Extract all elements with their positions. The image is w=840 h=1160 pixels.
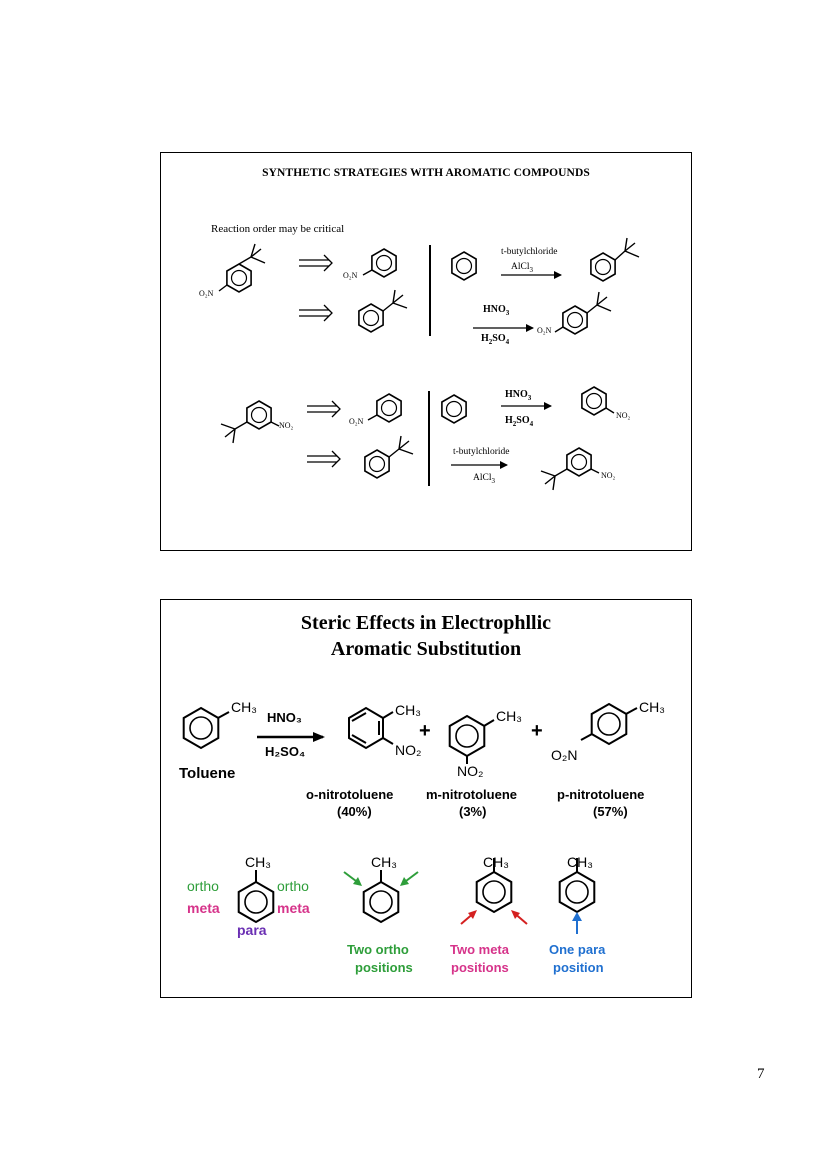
slide-steric-effects: Steric Effects in Electrophllic Aromatic… xyxy=(160,599,692,998)
slide-synthetic-strategies: SYNTHETIC STRATEGIES WITH AROMATIC COMPO… xyxy=(160,152,692,551)
m-ch3: CH₃ xyxy=(496,708,522,724)
caption-ortho-1: Two ortho xyxy=(347,942,409,957)
plus-2: + xyxy=(531,720,543,742)
caption-ortho-2: positions xyxy=(355,960,413,975)
o-ch3: CH₃ xyxy=(395,702,421,718)
slide2-title-line2: Aromatic Substitution xyxy=(330,638,522,660)
o2n-label-1: O₂N xyxy=(199,289,214,298)
benzene-1 xyxy=(451,251,477,281)
o-nitrotoluene-structure xyxy=(348,706,394,750)
no2-label-3: NO₂ xyxy=(601,471,616,480)
ortho-toluene xyxy=(343,870,419,923)
reaction-order-note: Reaction order may be critical xyxy=(211,223,345,235)
caption-para-1: One para xyxy=(549,942,606,957)
retro-arrow-2 xyxy=(299,304,333,322)
slide2-title-line1: Steric Effects in Electrophllic xyxy=(300,612,552,634)
meta-toluene xyxy=(460,858,528,925)
toluene-structure xyxy=(182,707,230,749)
plus-1: + xyxy=(419,720,431,742)
ortho-product-pct: (40%) xyxy=(337,804,372,819)
label-para: para xyxy=(237,922,267,938)
page-number: 7 xyxy=(757,1066,765,1082)
o-no2: NO₂ xyxy=(395,742,422,758)
reagent-alcl3-1: AlCl3 xyxy=(511,262,533,274)
labeled-toluene xyxy=(237,870,275,923)
reagent-h2so4-2: H2SO4 xyxy=(505,415,534,428)
target-meta-nitro-tbutyl xyxy=(220,400,280,444)
o2n-label-3: O₂N xyxy=(537,326,552,335)
m-nitrotoluene-structure xyxy=(448,715,495,764)
retro-arrow-1 xyxy=(299,254,333,272)
reagent-hno3-2: HNO3 xyxy=(505,389,532,402)
slide2-structures xyxy=(182,703,638,934)
no2-label-2: NO₂ xyxy=(616,411,631,420)
reagent-tbutyl-2: t-butylchloride xyxy=(453,447,510,457)
nitrobenzene-product xyxy=(581,386,607,416)
slide1-structures xyxy=(218,237,640,491)
label-ch3-2: CH₃ xyxy=(371,854,397,870)
no2-label-1: NO₂ xyxy=(279,421,294,430)
reagent-tbutyl-1: t-butylchloride xyxy=(501,247,558,257)
target-para-nitro-tbutyl xyxy=(218,243,266,293)
para-toluene xyxy=(558,858,596,934)
reagent-hno3: HNO₃ xyxy=(267,710,302,725)
p-ch3: CH₃ xyxy=(639,699,665,715)
m-no2: NO₂ xyxy=(457,763,484,779)
label-ch3-1: CH₃ xyxy=(245,854,271,870)
o2n-label-2: O₂N xyxy=(343,271,358,280)
reagent-h2so4-1: H2SO4 xyxy=(481,333,510,346)
meta-product-pct: (3%) xyxy=(459,804,487,819)
nitrobenzene-2 xyxy=(376,393,402,423)
retro-arrow-4 xyxy=(307,450,341,468)
caption-meta-1: Two meta xyxy=(450,942,509,957)
caption-meta-2: positions xyxy=(451,960,509,975)
product-meta-nitro-tbutyl xyxy=(540,447,600,491)
p-nitrotoluene-structure xyxy=(580,703,638,745)
caption-para-2: position xyxy=(553,960,604,975)
label-ch3-4: CH₃ xyxy=(567,854,593,870)
reagent-hno3-1: HNO3 xyxy=(483,304,510,317)
label-ortho-right: ortho xyxy=(277,878,309,894)
tbutylbenzene-3 xyxy=(364,435,414,479)
toluene-ch3: CH₃ xyxy=(231,699,257,715)
p-o2n: O₂N xyxy=(551,747,578,763)
nitrobenzene-1 xyxy=(371,248,397,278)
toluene-label: Toluene xyxy=(179,765,236,782)
reagent-alcl3-2: AlCl3 xyxy=(473,473,495,485)
label-meta-left: meta xyxy=(187,900,220,916)
tbutylbenzene-2 xyxy=(590,237,640,282)
label-ch3-3: CH₃ xyxy=(483,854,509,870)
label-ortho-left: ortho xyxy=(187,878,219,894)
reagent-h2so4: H₂SO₄ xyxy=(265,744,306,759)
para-product-pct: (57%) xyxy=(593,804,628,819)
meta-product-name: m-nitrotoluene xyxy=(426,787,517,802)
slide1-title: SYNTHETIC STRATEGIES WITH AROMATIC COMPO… xyxy=(262,167,590,179)
para-product-name: p-nitrotoluene xyxy=(557,787,645,802)
ortho-product-name: o-nitrotoluene xyxy=(306,787,394,802)
label-meta-right: meta xyxy=(277,900,310,916)
o2n-label-4: O₂N xyxy=(349,417,364,426)
tbutylbenzene-1 xyxy=(358,289,408,333)
benzene-2 xyxy=(441,394,467,424)
slide2-title: Steric Effects in Electrophllic Aromatic… xyxy=(161,610,691,662)
retro-arrow-3 xyxy=(307,400,341,418)
product-para-nitro-tbutyl xyxy=(554,291,612,335)
